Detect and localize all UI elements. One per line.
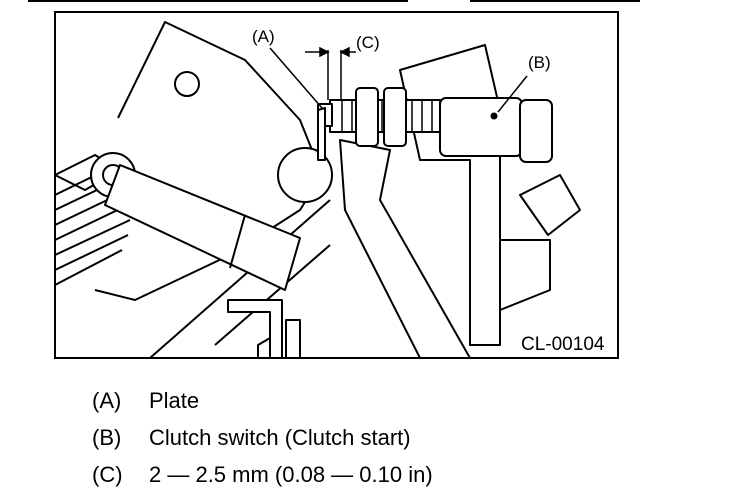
leader-a (269, 47, 323, 109)
switch-body (439, 97, 523, 157)
dimension-arrowhead-left (319, 46, 330, 58)
lock-nut-2 (383, 87, 407, 147)
legend-text: Plate (149, 388, 200, 413)
bracket-edge-lower (149, 199, 331, 358)
legend-row-b: (B) Clutch switch (Clutch start) (92, 419, 712, 456)
legend: (A) Plate (B) Clutch switch (Clutch star… (92, 382, 712, 493)
push-rod (104, 164, 301, 291)
legend-text: 2 — 2.5 mm (0.08 — 0.10 in) (149, 462, 433, 487)
bracket-hole (174, 71, 200, 97)
legend-key: (A) (92, 388, 122, 413)
pedal-arm (339, 139, 471, 358)
clutch-switch-diagram: (A) (C) (B) CL-00104 (54, 11, 619, 359)
pedal-plate (317, 107, 326, 161)
top-rule-left (28, 0, 408, 2)
figure-id: CL-00104 (521, 334, 605, 355)
top-rule-right (470, 0, 640, 2)
push-rod-joint (229, 214, 246, 269)
mounting-clip-tab (285, 319, 301, 358)
legend-row-c: (C) 2 — 2.5 mm (0.08 — 0.10 in) (92, 456, 712, 493)
connector (519, 174, 581, 236)
switch-cap (519, 99, 553, 163)
pedal-pivot (277, 147, 333, 203)
callout-a: (A) (252, 27, 275, 46)
callout-b: (B) (528, 53, 551, 72)
mounting-clip-notch (257, 337, 271, 358)
mounting-clip (227, 299, 283, 358)
leader-b (497, 75, 528, 113)
figure-frame (54, 11, 619, 359)
switch-body-dot (490, 112, 498, 120)
bracket-edge-inner (214, 244, 331, 346)
legend-key: (C) (92, 462, 123, 487)
switch-bracket-flange (499, 239, 551, 311)
legend-row-a: (A) Plate (92, 382, 712, 419)
lock-nut-1 (355, 87, 379, 147)
legend-key: (B) (92, 425, 122, 450)
callout-c: (C) (356, 33, 380, 52)
dimension-arrowhead-right (339, 46, 350, 58)
legend-text: Clutch switch (Clutch start) (149, 425, 411, 450)
